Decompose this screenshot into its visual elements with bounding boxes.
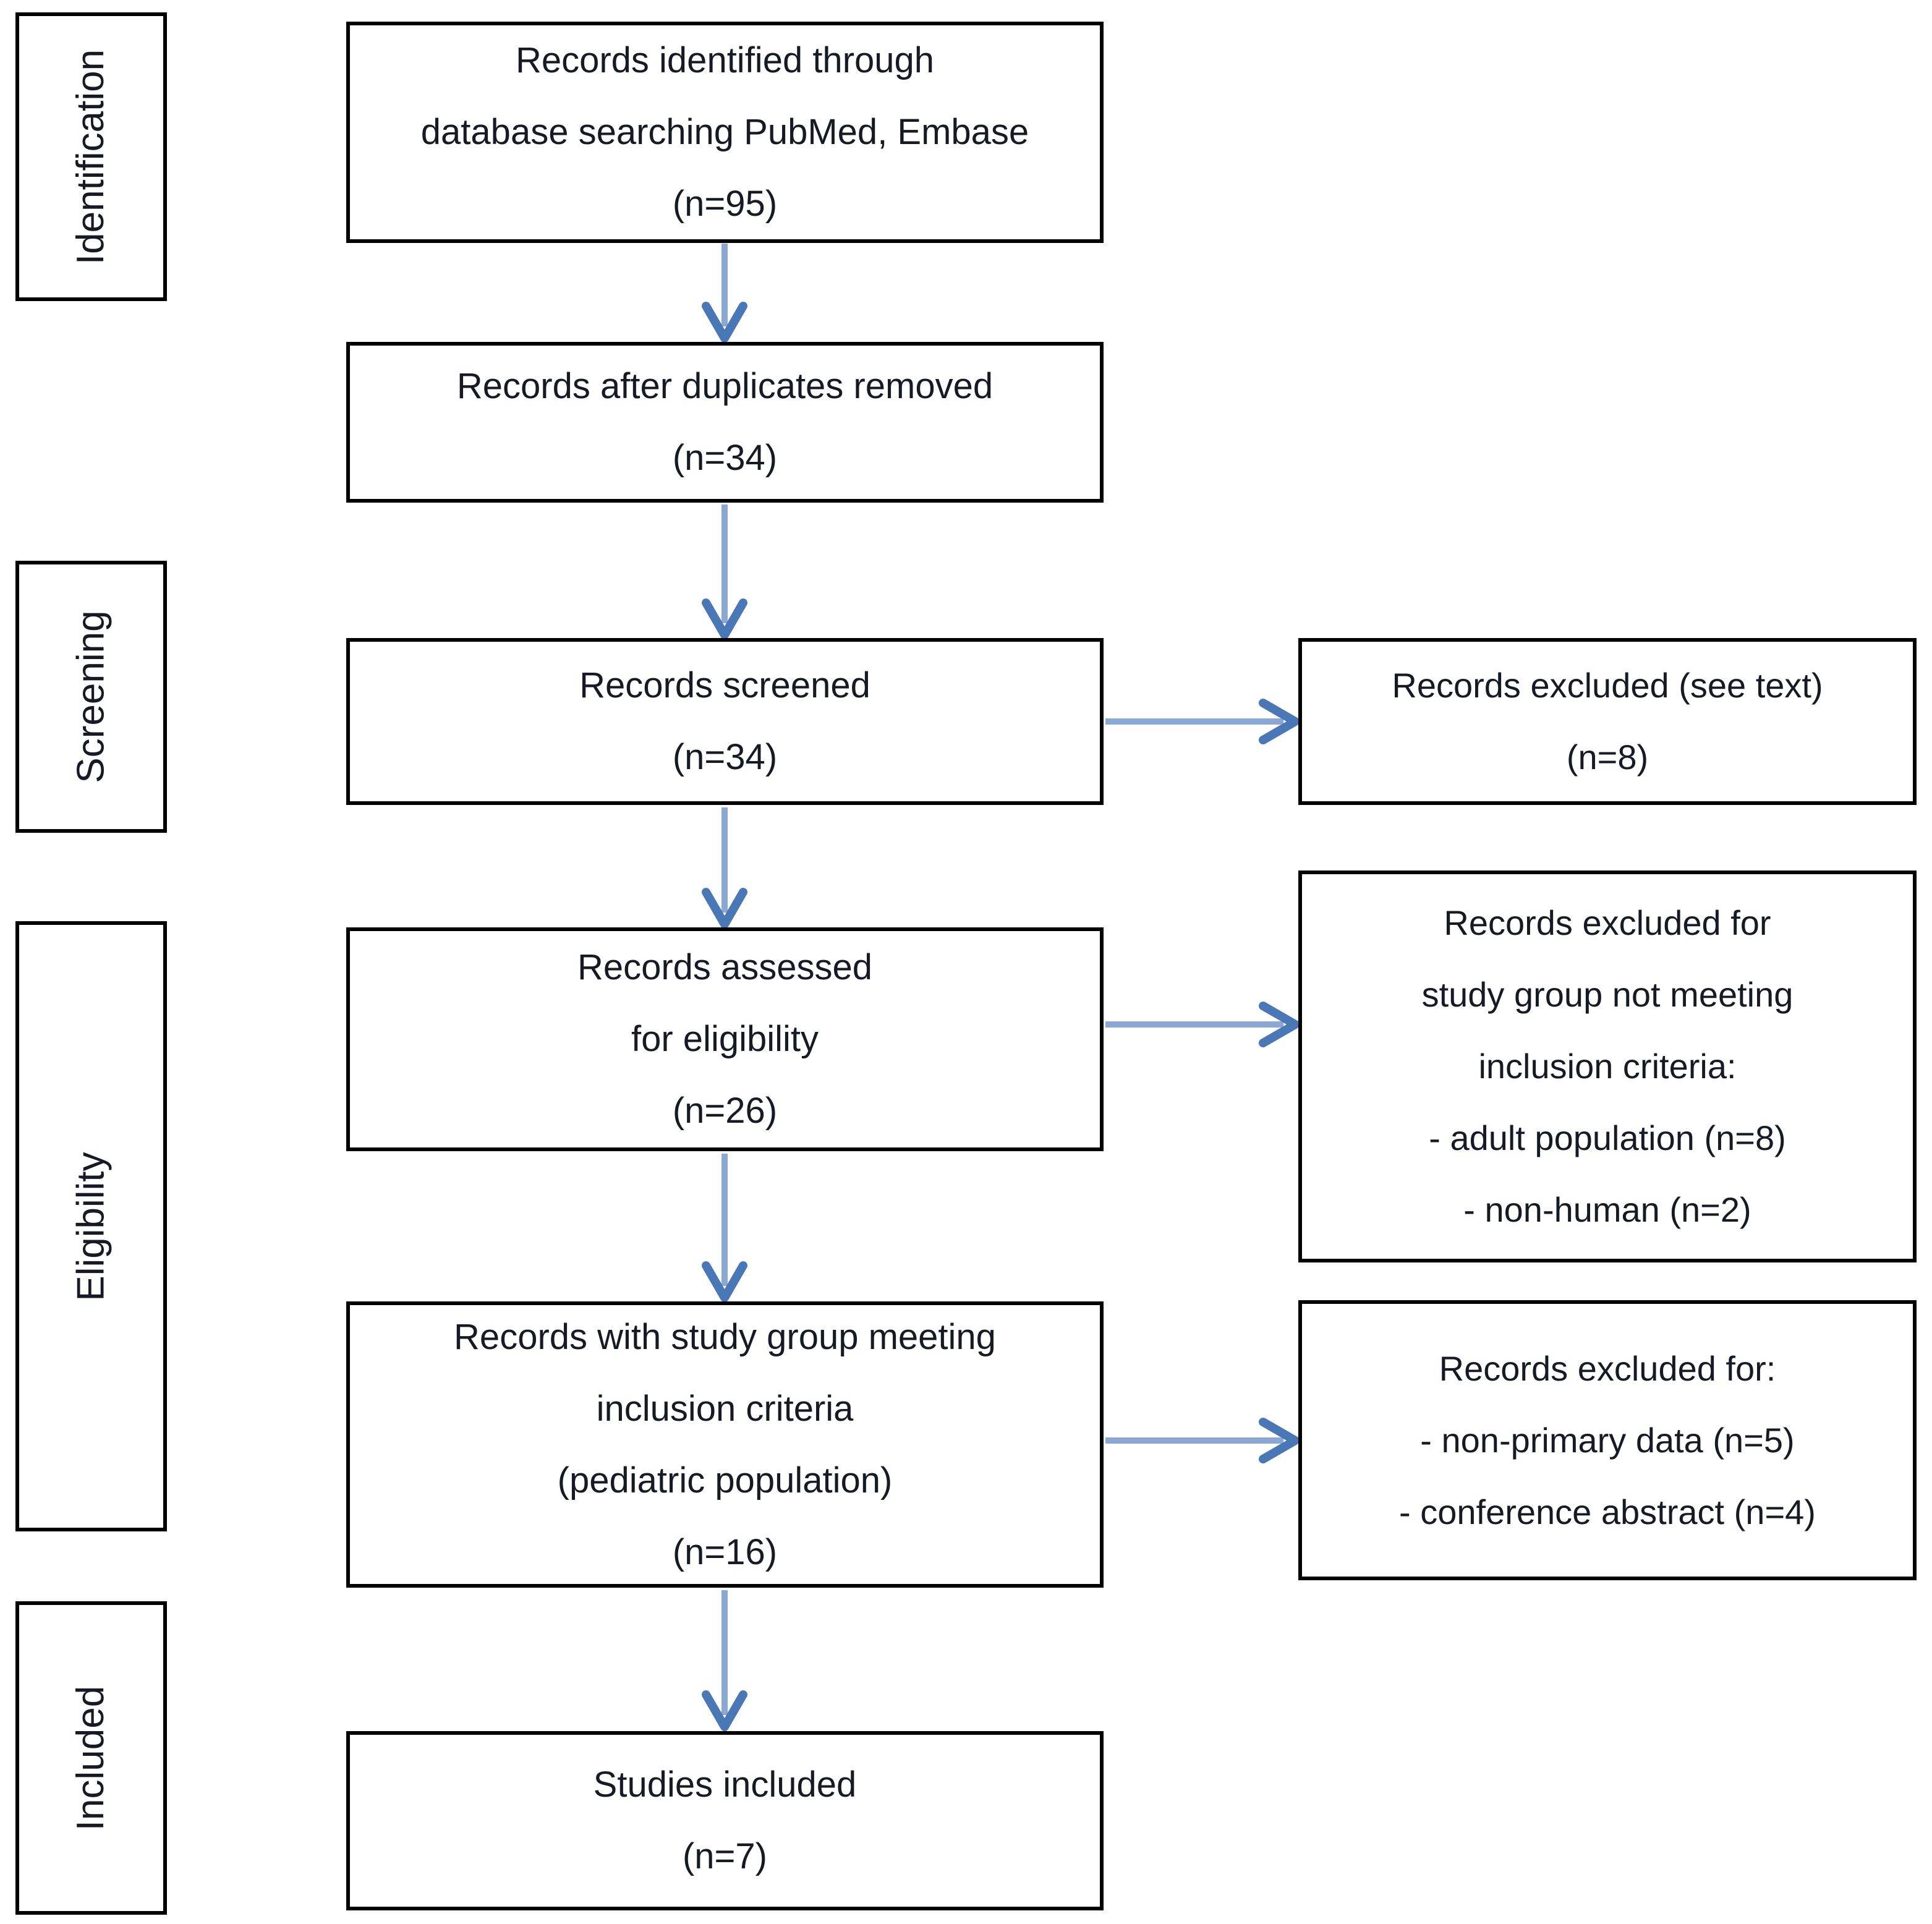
flow-box-studies-included-text: Studies included (n=7) <box>593 1764 857 1876</box>
side-box-excluded-criteria: Records excluded for study group not mee… <box>1298 870 1917 1262</box>
side-box-excluded-criteria-text: Records excluded for study group not mee… <box>1421 903 1794 1229</box>
flow-box-meeting-criteria-text: Records with study group meeting inclusi… <box>454 1316 996 1572</box>
arrow-screened-to-excluded <box>1105 699 1300 744</box>
stage-label-eligibility: Eligibility <box>69 1151 113 1301</box>
arrow-identified-to-duplicates <box>702 244 747 343</box>
flow-box-records-screened: Records screened (n=34) <box>346 638 1104 805</box>
flow-box-records-assessed-text: Records assessed for eligibility (n=26) <box>577 947 873 1131</box>
side-box-records-excluded: Records excluded (see text) (n=8) <box>1298 638 1917 805</box>
side-box-excluded-for: Records excluded for: - non-primary data… <box>1298 1300 1917 1580</box>
stage-box-included: Included <box>15 1601 167 1915</box>
flow-box-records-assessed: Records assessed for eligibility (n=26) <box>346 927 1104 1151</box>
stage-box-identification: Identification <box>15 12 167 301</box>
arrow-meeting-to-excluded <box>1105 1418 1300 1463</box>
flow-box-studies-included: Studies included (n=7) <box>346 1731 1104 1910</box>
stage-label-screening: Screening <box>69 610 113 783</box>
flow-box-records-identified-text: Records identified through database sear… <box>420 40 1029 224</box>
flow-box-duplicates-removed-text: Records after duplicates removed (n=34) <box>456 366 994 478</box>
flow-box-duplicates-removed: Records after duplicates removed (n=34) <box>346 342 1104 503</box>
side-box-excluded-for-text: Records excluded for: - non-primary data… <box>1399 1348 1816 1531</box>
stage-box-screening: Screening <box>15 561 167 833</box>
arrow-duplicates-to-screened <box>702 504 747 639</box>
stage-box-eligibility: Eligibility <box>15 921 167 1531</box>
arrow-screened-to-assessed <box>702 807 747 929</box>
stage-label-included: Included <box>69 1685 113 1831</box>
flow-box-records-identified: Records identified through database sear… <box>346 22 1104 243</box>
side-box-records-excluded-text: Records excluded (see text) (n=8) <box>1392 666 1823 777</box>
flow-box-records-screened-text: Records screened (n=34) <box>579 665 870 777</box>
arrow-assessed-to-meeting <box>702 1154 747 1302</box>
flow-box-meeting-criteria: Records with study group meeting inclusi… <box>346 1301 1104 1588</box>
stage-label-identification: Identification <box>69 49 113 265</box>
arrow-meeting-to-included <box>702 1590 747 1731</box>
arrow-assessed-to-excluded <box>1105 1002 1300 1047</box>
